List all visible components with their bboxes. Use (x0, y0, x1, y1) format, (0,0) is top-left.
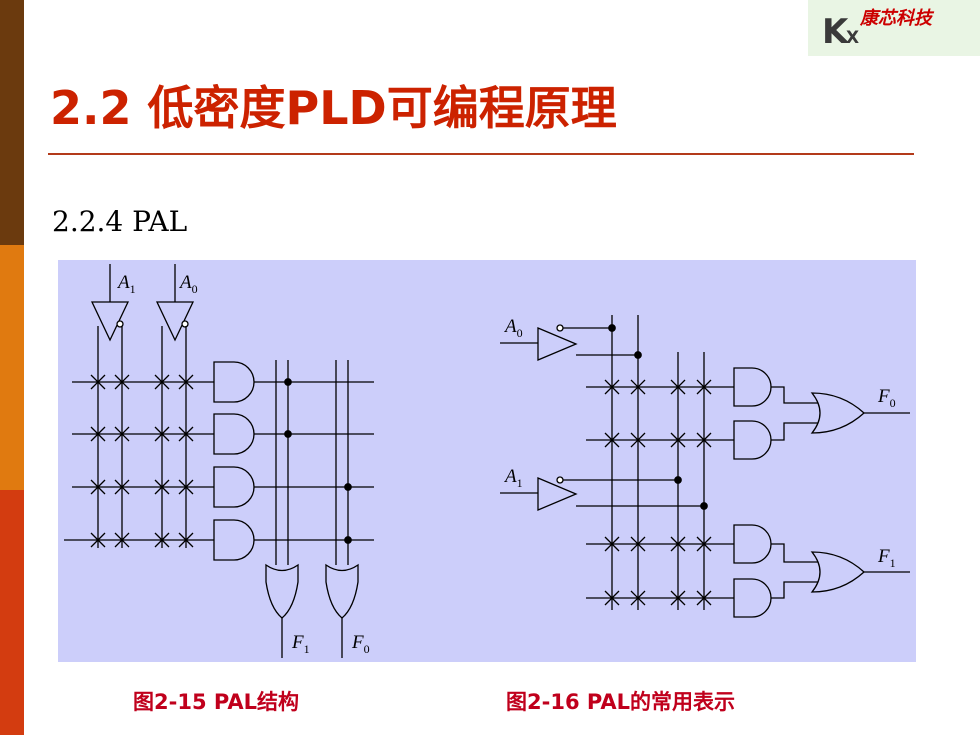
accent-segment-bottom (0, 490, 24, 735)
right-or-gate-f1 (810, 551, 865, 593)
figure-caption-right: 图2-16 PAL的常用表示 (506, 690, 735, 714)
left-output-label-f1: F1 (291, 632, 310, 656)
right-or-gate-f0 (810, 392, 865, 434)
right-buffer-a0 (537, 327, 578, 361)
title-divider (48, 153, 914, 155)
pal-common-figure: A0 A1 (500, 315, 910, 618)
right-buffer-a1 (537, 477, 578, 511)
left-buffer-a0-bubble (181, 320, 189, 328)
left-junction-dot (344, 536, 352, 544)
accent-segment-middle (0, 245, 24, 490)
right-input-label-a0: A0 (503, 316, 523, 340)
logo-name: 康芯科技 (860, 8, 932, 29)
right-input-label-a1: A1 (503, 466, 523, 490)
pal-structure-figure: A1 A0 (64, 264, 374, 658)
left-or-gate-f1 (265, 563, 299, 619)
company-logo: K X 康芯科技 (808, 0, 980, 56)
left-output-label-f0: F0 (351, 632, 370, 656)
left-or-gate-f0 (325, 563, 359, 619)
left-input-label-a1: A1 (116, 272, 136, 296)
figure-caption-left: 图2-15 PAL结构 (133, 690, 299, 714)
right-fuse-marks (604, 379, 712, 606)
slide-title: 2.2 低密度PLD可编程原理 (50, 81, 617, 135)
accent-segment-top (0, 0, 24, 245)
left-junction-dot (284, 378, 292, 386)
logo-mark-sub: X (846, 28, 860, 48)
left-junction-dot (344, 483, 352, 491)
right-and-to-or-wire (771, 386, 818, 404)
right-and-to-or-wire (771, 422, 818, 441)
pal-diagrams: A1 A0 (64, 264, 910, 658)
left-junction-dot (284, 430, 292, 438)
right-output-label-f1: F1 (877, 546, 896, 570)
left-fuse-marks (90, 374, 194, 548)
right-and-to-or-wire (771, 581, 818, 599)
left-input-label-a0: A0 (178, 272, 198, 296)
right-output-label-f0: F0 (877, 386, 896, 410)
right-and-to-or-wire (771, 543, 818, 563)
left-and-gates (213, 361, 255, 561)
right-buffer-a0-bubble (556, 324, 564, 332)
section-heading: 2.2.4 PAL (52, 205, 188, 238)
pal-diagram-panel: A1 A0 (58, 260, 916, 662)
right-buffer-a1-bubble (556, 476, 564, 484)
left-accent-bar (0, 0, 24, 735)
logo-mark: K (822, 12, 849, 52)
left-buffer-a1-bubble (116, 320, 124, 328)
right-and-gates (733, 367, 772, 618)
